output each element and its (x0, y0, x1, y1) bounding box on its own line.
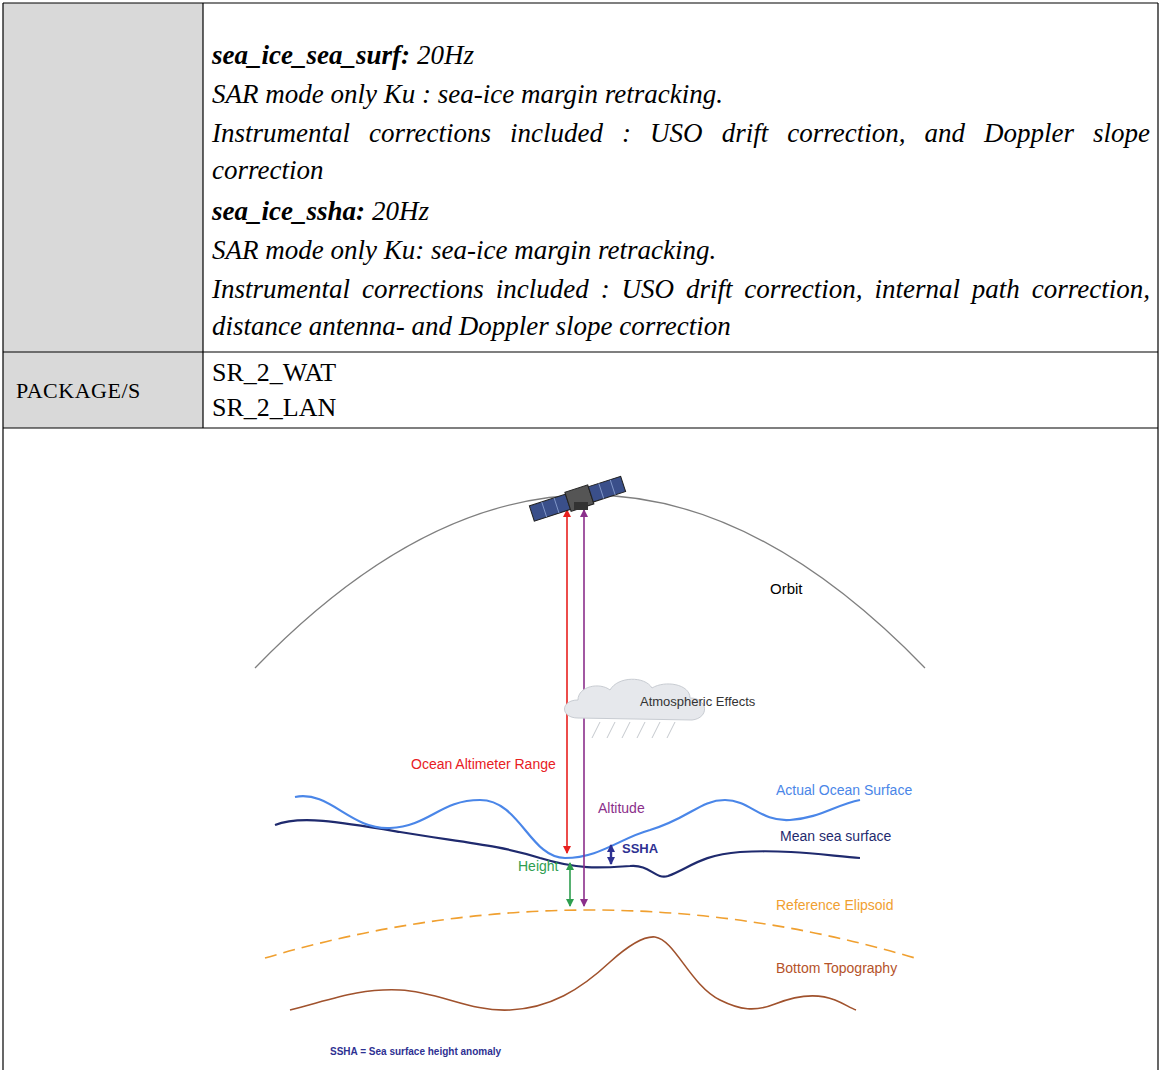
ssha-label: SSHA (622, 841, 658, 857)
atmosphere-label: Atmospheric Effects (640, 694, 755, 710)
rate-text: 20Hz (417, 37, 474, 74)
row-header: PACKAGE/S (16, 376, 141, 406)
satellite (529, 474, 626, 523)
ellipsoid-label: Reference Elipsoid (776, 897, 894, 914)
surface-label: Actual Ocean Surface (776, 782, 912, 799)
topography-label: Bottom Topography (776, 960, 897, 977)
height-label: Height (518, 858, 558, 875)
actual-ocean-surface (295, 796, 860, 858)
reference-ellipsoid (265, 910, 915, 958)
range-label: Ocean Altimeter Range (411, 756, 556, 773)
range-arrow (566, 510, 568, 853)
surface-label: Mean sea surface (780, 828, 891, 845)
rate-text: 20Hz (372, 193, 429, 230)
description-text: SAR mode only Ku : sea-ice margin retrac… (212, 76, 1150, 113)
orbit-label: Orbit (770, 580, 803, 598)
package-name: SR_2_WAT (212, 356, 336, 390)
footnote-text: SSHA = Sea surface height anomaly (330, 1046, 501, 1058)
bottom-topography (290, 937, 856, 1010)
table-grid (3, 3, 1158, 1070)
orbit-arc (255, 495, 925, 668)
description-text: Instrumental corrections included : USO … (212, 271, 1150, 345)
field-name: sea_ice_sea_surf: (212, 37, 410, 74)
description-text: SAR mode only Ku: sea-ice margin retrack… (212, 232, 1150, 269)
altitude-label: Altitude (598, 800, 645, 817)
height-arrow (569, 863, 571, 906)
package-name: SR_2_LAN (212, 391, 336, 425)
description-text: Instrumental corrections included : USO … (212, 115, 1150, 189)
ssha-arrow (610, 845, 612, 864)
grey-cell (3, 3, 203, 428)
field-name: sea_ice_ssha: (212, 193, 365, 230)
